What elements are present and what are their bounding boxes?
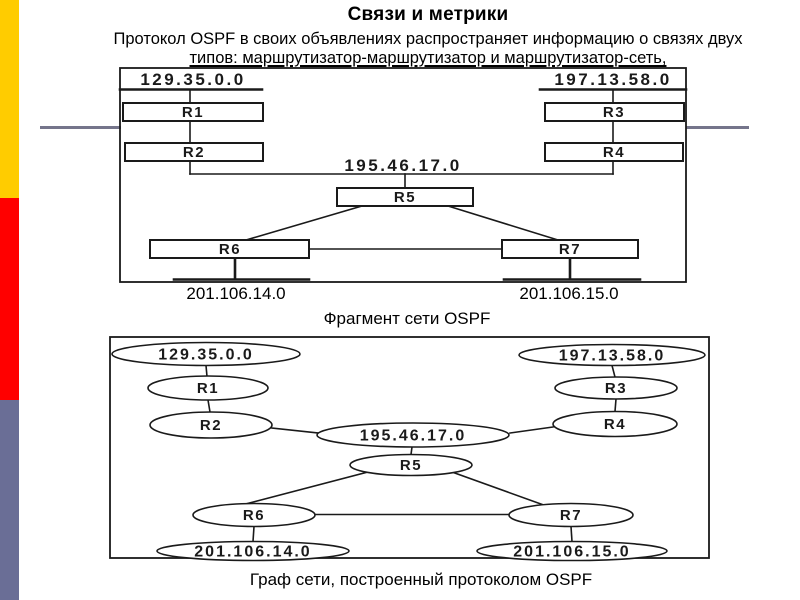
fragment-frame — [119, 67, 687, 283]
svg-text:129.35.0.0: 129.35.0.0 — [158, 347, 254, 364]
router-box-r6 — [149, 239, 310, 259]
slide-subtitle-line2: типов: маршрутизатор-маршрутизатор и мар… — [189, 49, 667, 67]
svg-text:R2: R2 — [200, 417, 222, 434]
router-label-r5: R5 — [394, 189, 416, 206]
graph-node-r4: R4 — [552, 410, 678, 438]
svg-text:R6: R6 — [243, 507, 265, 524]
router-label-r2: R2 — [183, 144, 205, 161]
divider-line-right — [686, 126, 749, 129]
divider-line-left — [40, 126, 121, 129]
router-label-r4: R4 — [603, 144, 625, 161]
graph-node-net-129: 129.35.0.0 — [111, 341, 301, 367]
router-box-r1 — [122, 102, 264, 122]
graph-caption: Граф сети, построенный протоколом OSPF — [250, 570, 592, 589]
svg-text:R7: R7 — [560, 507, 582, 524]
svg-text:201.106.14.0: 201.106.14.0 — [194, 544, 311, 561]
router-label-r1: R1 — [182, 104, 204, 121]
accent-bar-slate — [0, 400, 19, 600]
network-label-201-15: 201.106.15.0 — [519, 284, 618, 303]
network-label-201-14: 201.106.14.0 — [186, 284, 285, 303]
graph-node-net-201-14: 201.106.14.0 — [156, 540, 350, 562]
graph-node-r2: R2 — [149, 411, 273, 439]
router-box-r3 — [544, 102, 685, 122]
router-box-r4 — [544, 142, 684, 162]
graph-node-net-197: 197.13.58.0 — [518, 343, 706, 367]
diagram-network-fragment: 129.35.0.0 197.13.58.0 R1 R2 R3 R4 195.4… — [118, 67, 688, 328]
router-label-r3: R3 — [603, 104, 625, 121]
svg-text:R5: R5 — [400, 457, 422, 474]
router-label-r7: R7 — [559, 241, 581, 258]
router-label-r6: R6 — [219, 241, 241, 258]
network-label-129: 129.35.0.0 — [140, 70, 245, 89]
graph-node-net-201-15: 201.106.15.0 — [476, 540, 668, 562]
svg-text:201.106.15.0: 201.106.15.0 — [513, 544, 630, 561]
graph-node-net-195: 195.46.17.0 — [316, 422, 510, 448]
network-label-195: 195.46.17.0 — [344, 156, 461, 175]
slide-title: Связи и метрики — [347, 4, 509, 25]
slide-subtitle-line1: Протокол OSPF в своих объявлениях распро… — [113, 30, 743, 48]
svg-text:R1: R1 — [197, 380, 219, 397]
accent-bar-red — [0, 198, 19, 400]
fragment-connectors — [172, 89, 642, 281]
graph-node-r3: R3 — [554, 376, 678, 400]
graph-edges — [205, 364, 617, 543]
svg-text:R3: R3 — [605, 380, 627, 397]
graph-node-r7: R7 — [508, 502, 634, 528]
svg-text:195.46.17.0: 195.46.17.0 — [360, 428, 467, 445]
diagram-ospf-graph: 129.35.0.0 197.13.58.0 R1 R3 R2 R4 195.4… — [109, 336, 710, 589]
graph-node-r5: R5 — [349, 453, 473, 477]
router-box-r5 — [336, 187, 474, 207]
router-box-r7 — [501, 239, 639, 259]
accent-bar-yellow — [0, 0, 19, 198]
graph-node-r1: R1 — [147, 375, 269, 401]
graph-frame — [109, 336, 710, 559]
graph-node-r6: R6 — [192, 502, 316, 528]
svg-text:R4: R4 — [604, 416, 626, 433]
network-label-197: 197.13.58.0 — [554, 70, 671, 89]
fragment-caption: Фрагмент сети OSPF — [324, 309, 491, 328]
slide-subtitle: Протокол OSPF в своих объявлениях распро… — [56, 30, 800, 68]
router-box-r2 — [124, 142, 264, 162]
svg-text:197.13.58.0: 197.13.58.0 — [559, 348, 666, 365]
slide-header: Связи и метрики Протокол OSPF в своих об… — [56, 4, 800, 68]
